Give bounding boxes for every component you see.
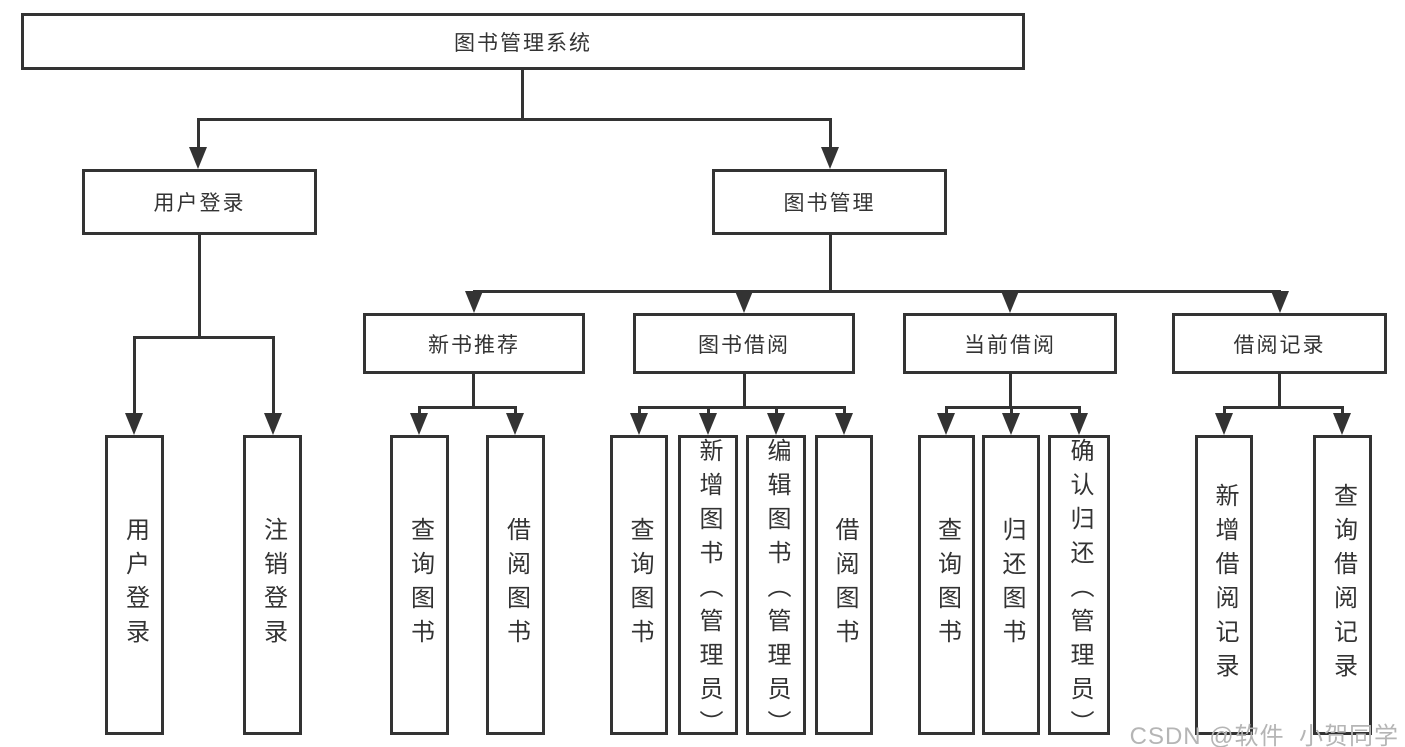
connector-shaft [843,406,846,416]
watermark: CSDN @软件_小贺同学 [1129,723,1399,747]
leaf-query-books-borrowing: 查询图书 [610,435,668,735]
connector-shaft [707,406,710,416]
arrow-down-icon [699,413,717,435]
node-label: 注销登录 [259,517,287,653]
leaf-query-borrow-record: 查询借阅记录 [1313,435,1372,735]
arrow-down-icon [465,291,483,313]
connector-shaft [1341,406,1344,416]
node-label: 用户登录 [121,517,149,653]
node-book-borrowing: 图书借阅 [633,313,855,374]
node-label: 查询图书 [626,517,653,653]
node-user-login: 用户登录 [82,169,317,235]
arrow-down-icon [264,413,282,435]
connector-shaft-book-mgmt [829,118,832,150]
node-label: 借阅记录 [1233,333,1326,357]
connector-user-login-rail [133,336,275,339]
connector-stem [743,374,746,408]
connector-stem [472,374,475,408]
connector-rail [418,406,517,409]
arrow-down-icon [630,413,648,435]
connector-shaft [945,406,948,416]
node-label: 借阅图书 [831,517,858,653]
arrow-down-icon [410,413,428,435]
connector-shaft [775,406,778,416]
arrow-down-icon [1002,413,1020,435]
connector-shaft [1010,406,1013,416]
node-label: 新增借阅记录 [1211,483,1238,687]
connector-book-mgmt-stem [829,235,832,292]
leaf-add-borrow-record: 新增借阅记录 [1195,435,1253,735]
leaf-logout: 注销登录 [243,435,302,735]
leaf-add-books-admin: 新增图书（管理员） [678,435,738,744]
leaf-edit-books-admin: 编辑图书（管理员） [746,435,806,744]
leaf-query-books-current: 查询图书 [918,435,975,735]
connector-shaft [133,336,136,416]
node-label: 新增图书（管理员） [695,438,722,744]
arrow-down-icon [835,413,853,435]
arrow-down-icon [189,147,207,169]
leaf-return-books: 归还图书 [982,435,1040,735]
node-label: 查询图书 [933,517,961,653]
node-current-borrowing: 当前借阅 [903,313,1117,374]
arrow-down-icon [1001,291,1019,313]
connector-shaft [1078,406,1081,416]
node-label: 借阅图书 [502,517,530,653]
connector-book-mgmt-rail [473,290,1281,293]
node-label: 归还图书 [998,517,1025,653]
arrow-down-icon [767,413,785,435]
arrow-down-icon [937,413,955,435]
node-label: 新书推荐 [428,333,520,357]
node-label: 编辑图书（管理员） [763,438,790,744]
node-label: 确认归还（管理员） [1066,438,1093,744]
connector-root-rail [197,118,832,121]
arrow-down-icon [1271,291,1289,313]
connector-shaft [272,336,275,416]
connector-shaft [638,406,641,416]
node-label: 用户登录 [153,192,246,215]
arrow-down-icon [735,291,753,313]
connector-shaft [1223,406,1226,416]
leaf-user-login: 用户登录 [105,435,164,735]
leaf-query-books-recommend: 查询图书 [390,435,449,735]
connector-root-stem [521,70,524,120]
connector-shaft [418,406,421,416]
arrow-down-icon [506,413,524,435]
arrow-down-icon [1070,413,1088,435]
leaf-confirm-return-admin: 确认归还（管理员） [1048,435,1110,744]
connector-rail [638,406,845,409]
node-new-book-recommendation: 新书推荐 [363,313,585,374]
arrow-down-icon [1215,413,1233,435]
node-label: 图书管理 [783,192,876,215]
leaf-borrow-books-borrowing: 借阅图书 [815,435,873,735]
connector-stem [1278,374,1281,408]
node-label: 图书管理系统 [454,31,592,55]
arrow-down-icon [125,413,143,435]
node-label: 查询图书 [406,517,434,653]
connector-user-login-stem [198,235,201,338]
connector-rail [1223,406,1344,409]
connector-shaft-user-login [197,118,200,150]
node-root-library-system: 图书管理系统 [21,13,1025,70]
node-label: 查询借阅记录 [1329,483,1357,687]
node-label: 图书借阅 [698,333,790,357]
node-label: 当前借阅 [964,333,1056,357]
arrow-down-icon [821,147,839,169]
node-book-management: 图书管理 [712,169,947,235]
leaf-borrow-books-recommend: 借阅图书 [486,435,545,735]
arrow-down-icon [1333,413,1351,435]
connector-stem [1009,374,1012,408]
connector-shaft [514,406,517,416]
node-borrowing-records: 借阅记录 [1172,313,1387,374]
